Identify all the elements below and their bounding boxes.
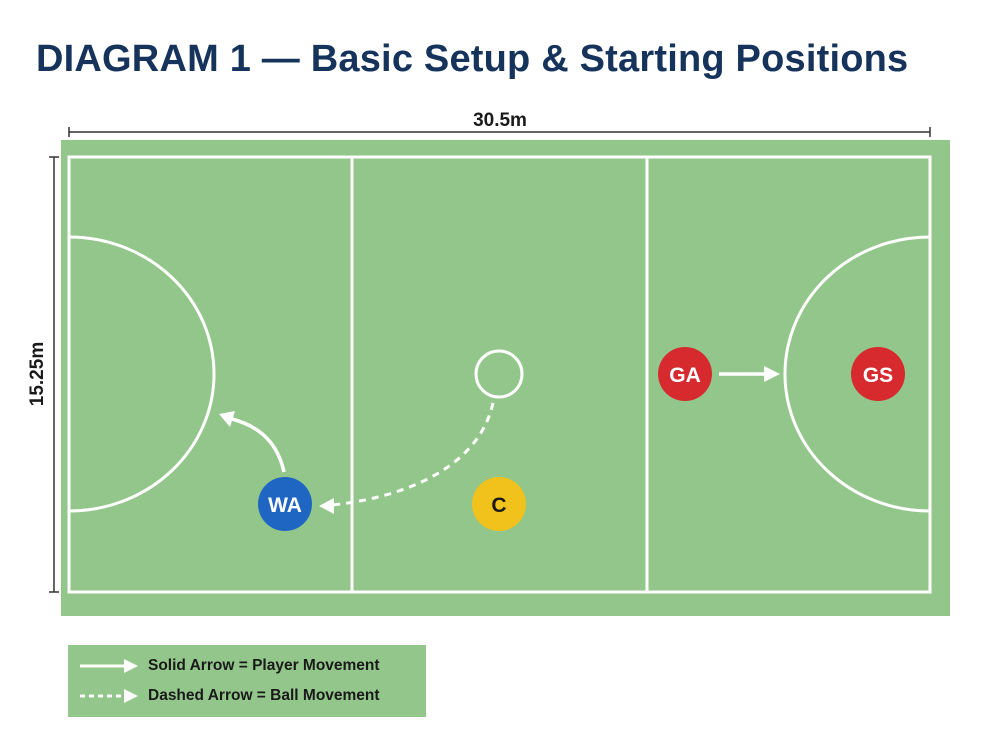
wa-movement-arrowhead [219, 411, 235, 427]
legend-solid-label: Solid Arrow = Player Movement [148, 657, 380, 674]
legend: Solid Arrow = Player Movement Dashed Arr… [68, 645, 426, 717]
player-wa[interactable]: WA [258, 477, 312, 531]
court-surface [61, 140, 950, 616]
player-c-label: C [491, 494, 506, 517]
dashed-arrow-icon [80, 689, 138, 703]
player-ga[interactable]: GA [658, 347, 712, 401]
player-wa-label: WA [268, 494, 302, 517]
centre-circle [474, 349, 524, 399]
player-c[interactable]: C [472, 477, 526, 531]
player-ga-label: GA [669, 364, 701, 387]
ga-movement-arrowhead [764, 366, 780, 382]
court-boundary [67, 155, 932, 594]
goal-circle-right [783, 235, 931, 513]
player-c-marker [472, 477, 526, 531]
player-gs[interactable]: GS [851, 347, 905, 401]
player-ga-marker [658, 347, 712, 401]
goal-circle-left [68, 235, 216, 513]
player-gs-label: GS [863, 364, 893, 387]
legend-solid-row: Solid Arrow = Player Movement [78, 653, 418, 679]
player-wa-marker [258, 477, 312, 531]
wa-movement-arrow [231, 417, 286, 473]
length-dimension-label: 30.5m [473, 110, 527, 131]
player-gs-marker [851, 347, 905, 401]
legend-dashed-row: Dashed Arrow = Ball Movement [78, 683, 418, 709]
ball-movement-arrowhead [319, 498, 334, 514]
solid-arrow-icon [80, 659, 138, 673]
legend-dashed-label: Dashed Arrow = Ball Movement [148, 687, 380, 704]
diagram-title: DIAGRAM 1 — Basic Setup & Starting Posit… [36, 38, 909, 80]
